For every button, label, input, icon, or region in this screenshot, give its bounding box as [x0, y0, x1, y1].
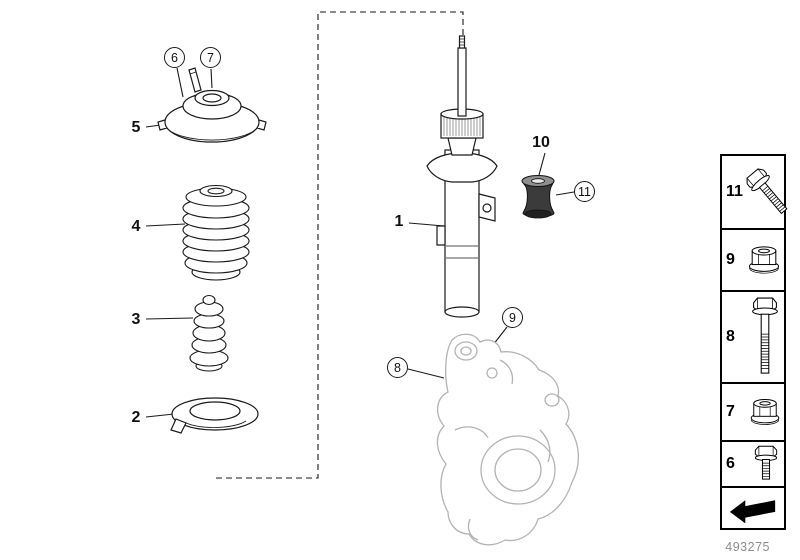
legend-number: 6 [726, 455, 735, 472]
legend-number: 9 [726, 251, 735, 268]
fastener-legend: 11 9 [720, 154, 788, 530]
legend-item-7[interactable]: 7 [720, 382, 786, 442]
continuation-arrow-icon [722, 491, 784, 525]
callout-10[interactable]: 10 [532, 134, 550, 151]
callout-3[interactable]: 3 [131, 311, 141, 328]
protective-tube-bellows [182, 184, 250, 281]
lower-spring-pad [170, 397, 259, 434]
callout-7[interactable]: 7 [200, 47, 221, 68]
steering-knuckle [436, 333, 579, 546]
legend-number: 11 [726, 183, 743, 200]
callout-2[interactable]: 2 [131, 409, 141, 426]
assembly-dashed-line [216, 11, 464, 479]
front-spring-strut [426, 35, 498, 318]
legend-item-arrow[interactable] [720, 486, 786, 530]
flange-nut-icon [744, 242, 784, 278]
legend-number: 8 [726, 328, 735, 345]
callout-6[interactable]: 6 [164, 47, 185, 68]
callout-8[interactable]: 8 [387, 357, 408, 378]
bump-stop [189, 294, 229, 372]
legend-item-11[interactable]: 11 [720, 154, 788, 230]
callout-1[interactable]: 1 [394, 213, 404, 230]
legend-item-9[interactable]: 9 [720, 228, 786, 292]
flange-bolt-angled-icon [743, 160, 793, 224]
legend-number: 7 [726, 403, 735, 420]
flange-bolt-short-icon [748, 444, 784, 484]
callout-5[interactable]: 5 [131, 119, 141, 136]
strut-support-bearing [157, 67, 267, 143]
legend-item-6[interactable]: 6 [720, 440, 786, 488]
legend-item-8[interactable]: 8 [720, 290, 786, 384]
callout-9[interactable]: 9 [502, 307, 523, 328]
rubber-damper [521, 175, 555, 219]
flange-nut-icon [746, 395, 784, 429]
callout-11[interactable]: 11 [574, 181, 595, 202]
diagram-part-number: 493275 [725, 540, 770, 554]
flange-bolt-long-icon [746, 295, 784, 379]
callout-4[interactable]: 4 [131, 218, 141, 235]
